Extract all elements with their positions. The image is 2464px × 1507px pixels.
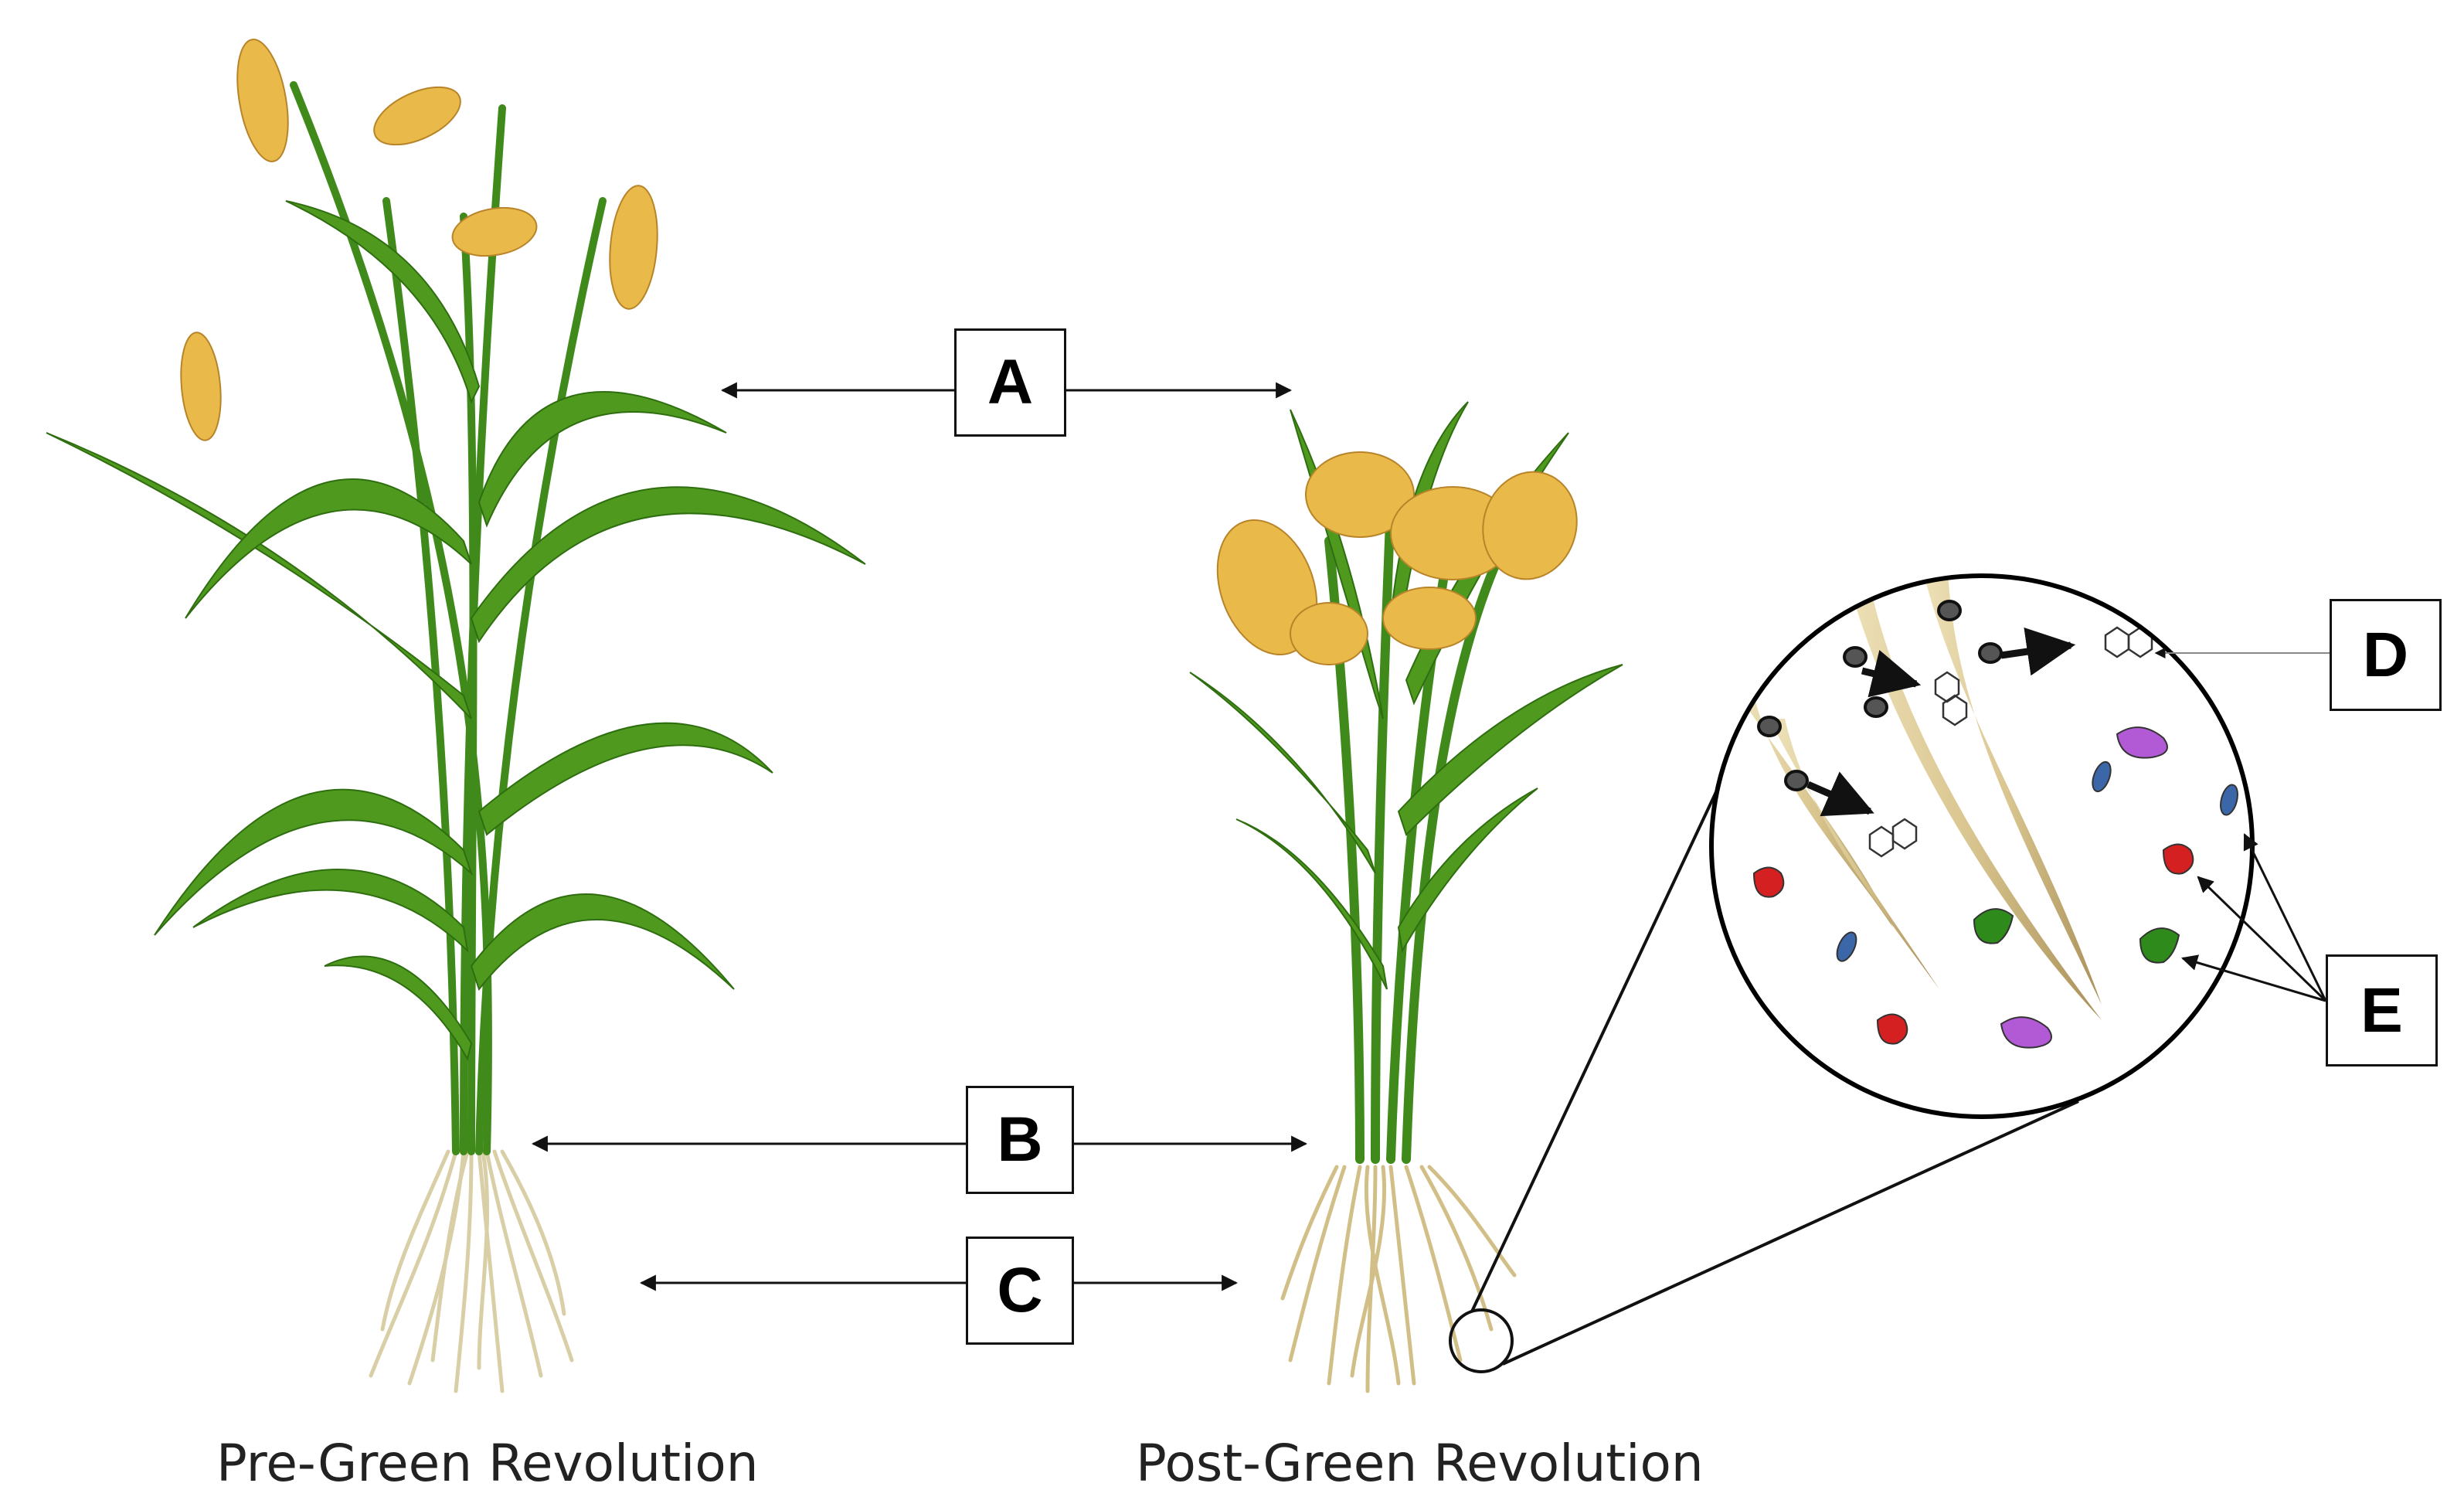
caption-pre-green-revolution: Pre-Green Revolution	[216, 1434, 759, 1493]
annotation-arrows	[531, 382, 2330, 1291]
label-c: C	[966, 1237, 1074, 1345]
label-e: E	[2326, 954, 2438, 1066]
caption-post-green-revolution: Post-Green Revolution	[1136, 1434, 1704, 1493]
tall-rice-plant	[46, 39, 866, 1393]
arrow-e-2	[2197, 876, 2327, 1002]
rhizosphere-inset	[1709, 573, 2255, 1119]
label-d: D	[2330, 599, 2442, 711]
dwarf-plant-roots	[1280, 1165, 1517, 1393]
exudate-arrows	[1806, 627, 2076, 817]
semi-dwarf-rice-plant	[1189, 401, 1623, 1393]
zoom-connector	[1449, 768, 2079, 1373]
arrow-e-3	[2180, 954, 2326, 1002]
tall-plant-roots	[369, 1149, 574, 1393]
microbes	[1752, 726, 2238, 1049]
root-nodules	[1757, 600, 2003, 791]
arrow-e-1	[2243, 833, 2327, 1002]
label-b: B	[966, 1086, 1074, 1194]
label-a: A	[954, 328, 1066, 437]
